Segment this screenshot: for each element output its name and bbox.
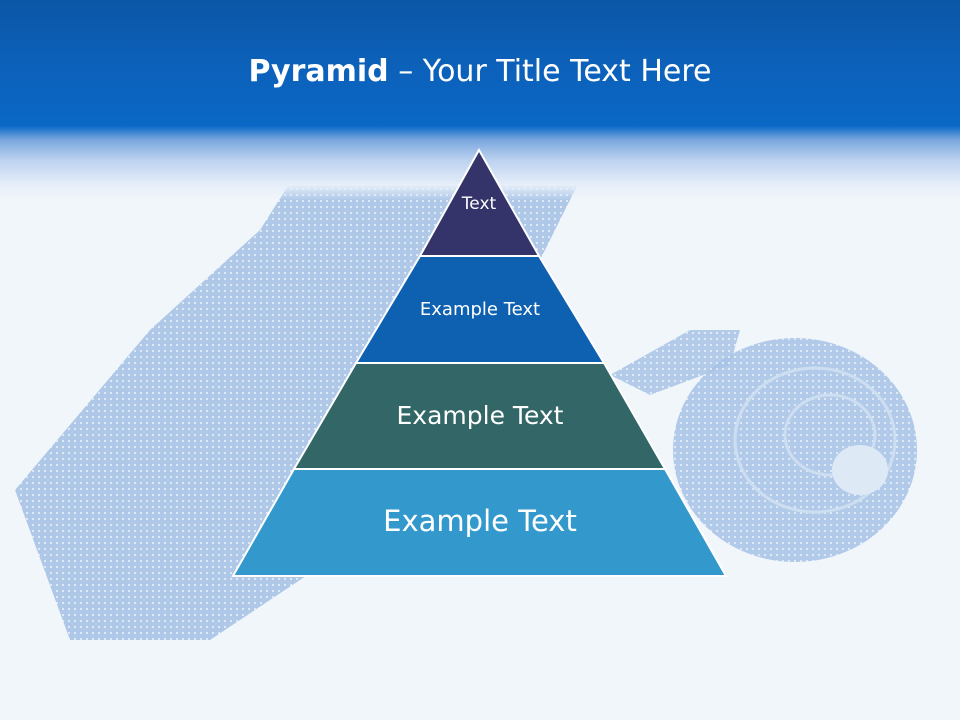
pyramid-level-2-label: Example Text [420,299,540,320]
pyramid-level-4-shape[interactable] [231,468,728,577]
pyramid-level-3-label: Example Text [397,401,564,430]
pyramid-level-1-label: Text [461,194,497,214]
tie-tail [610,330,740,395]
title-rest: – Your Title Text Here [388,54,712,89]
pyramid-level-4-label: Example Text [383,504,577,538]
slide-title: Pyramid – Your Title Text Here [0,52,960,92]
tie-roll [673,338,917,562]
title-bold: Pyramid [248,54,389,89]
